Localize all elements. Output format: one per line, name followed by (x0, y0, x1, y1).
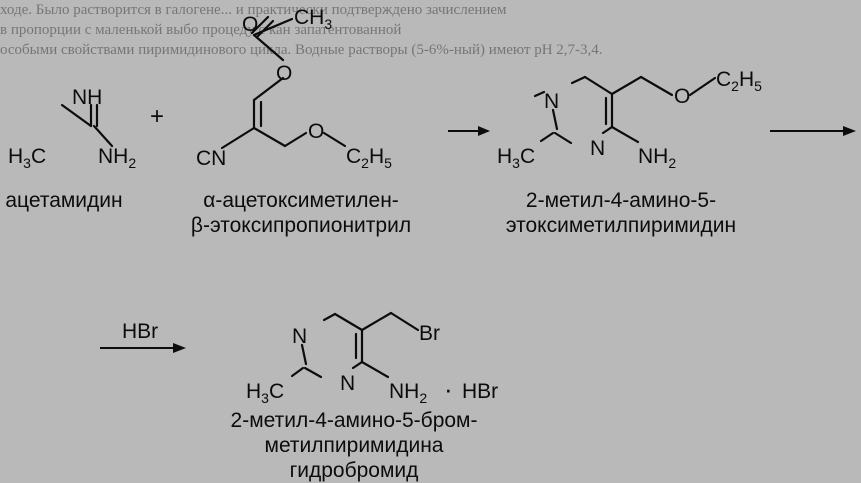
pyrimidine2-n3: N (340, 372, 355, 395)
pyrimidine1-bond-n1-c2 (551, 108, 559, 131)
nitrile-carbonyl-o: O (242, 13, 258, 36)
pyrimidine1-bond-n3-c2 (553, 131, 573, 145)
plus-sign: + (150, 103, 164, 130)
ethoxypyrimidine-name-line-2: этоксиметилпиримидин (505, 214, 737, 237)
pyrimidine1-bond-top (570, 75, 587, 85)
pyrimidine2-n1: N (292, 325, 307, 348)
pyrimidine1-bond-ch2-o (639, 75, 674, 97)
pyrimidine1-nh2: NH2 (638, 145, 676, 171)
nitrile-name-line-1: α-ацетоксиметилен- (203, 189, 399, 212)
pyrimidine2-h3c: H3C (246, 380, 284, 406)
pyrimidine1-n1: N (544, 90, 559, 113)
pyrimidine2-bond-c6-c5 (333, 312, 364, 332)
pyrimidine1-bond-c6-c5 (583, 75, 614, 96)
pyrimidine2-br: Br (419, 322, 440, 345)
pyrimidine2-bond-c4-nh2 (360, 360, 390, 379)
nitrile-name: α-ацетоксиметилен- β-этоксипропионитрил (186, 188, 416, 238)
pyrimidine1-bond-o-ethyl (688, 76, 717, 97)
salt-dot: · (444, 374, 453, 404)
bromopyrimidine-name-line-1: 2-метил-4-амино-5-бром- (230, 409, 478, 432)
pyrimidine2-bond-c5-ch2 (360, 311, 393, 332)
nitrile-name-line-2: β-этоксипропионитрил (190, 214, 412, 237)
pyrimidine1-n3: N (590, 137, 605, 160)
nitrile-bond-ch2-o (283, 131, 308, 148)
bromopyrimidine-name-line-3: гидробромид (289, 459, 419, 482)
acetamidine-nh2: NH2 (98, 145, 136, 171)
pyrimidine1-bond-c2-ch3 (539, 131, 555, 143)
pyrimidine1-bond-c4-n3 (601, 125, 614, 135)
nitrile-bond-co-double-2 (255, 19, 275, 39)
salt-hbr: HBr (462, 380, 498, 403)
arrow-2-head (843, 126, 856, 136)
bromopyrimidine-name: 2-метил-4-амино-5-бром- метилпиримидина … (214, 408, 494, 483)
nitrile-cn: CN (196, 147, 226, 170)
arrow-1-head (478, 126, 490, 136)
nitrile-ch3: CH3 (294, 6, 332, 32)
nitrile-bond-o-ethyl (322, 131, 347, 148)
pyrimidine1-bond-c5-ch2 (610, 75, 643, 96)
nitrile-bond-c-o (252, 33, 285, 62)
ethoxypyrimidine-name-line-1: 2-метил-4-амино-5- (525, 189, 717, 212)
acetamidine-h3c: H3C (8, 145, 46, 171)
pyrimidine1-ethyl: C2H5 (716, 68, 762, 94)
acetamidine-bond-cnh2 (92, 124, 114, 148)
acetamidine-nh: NH (72, 86, 102, 109)
nitrile-bond-ch3 (252, 17, 294, 37)
pyrimidine1-bond-c4-nh2 (610, 125, 640, 144)
pyrimidine2-bond-top (322, 312, 337, 322)
nitrile-bond-ch2 (252, 126, 287, 148)
pyrimidine1-ether-o: O (674, 85, 690, 108)
acetamidine-bond-ch3 (60, 103, 93, 128)
pyrimidine2-bond-c4-n3 (351, 360, 364, 370)
ethoxypyrimidine-name: 2-метил-4-амино-5- этоксиметилпиримидин (496, 188, 746, 238)
bromopyrimidine-name-line-2: метилпиримидина (264, 434, 444, 457)
acetamidine-name: ацетамидин (5, 189, 123, 212)
nitrile-ethyl: C2H5 (346, 145, 392, 171)
arrow-3-head (173, 343, 186, 353)
pyrimidine1-bond-n1-c6 (533, 90, 546, 98)
nitrile-bond-co-double-1 (250, 15, 270, 35)
pyrimidine2-bond-n1-c2 (300, 343, 308, 366)
nitrile-bond-cn (220, 126, 256, 150)
pyrimidine2-nh2: NH2 (389, 380, 427, 406)
pyrimidine2-bond-ch2-br (389, 311, 420, 332)
reagent-hbr: HBr (122, 320, 158, 343)
nitrile-ester-o: O (276, 62, 292, 85)
pyrimidine2-bond-c2-ch3 (290, 366, 305, 378)
nitrile-ether-o: O (308, 120, 324, 143)
nitrile-bond-o-ch (252, 76, 285, 102)
pyrimidine2-bond-n3-c2 (303, 366, 323, 379)
pyrimidine1-h3c: H3C (497, 145, 535, 171)
